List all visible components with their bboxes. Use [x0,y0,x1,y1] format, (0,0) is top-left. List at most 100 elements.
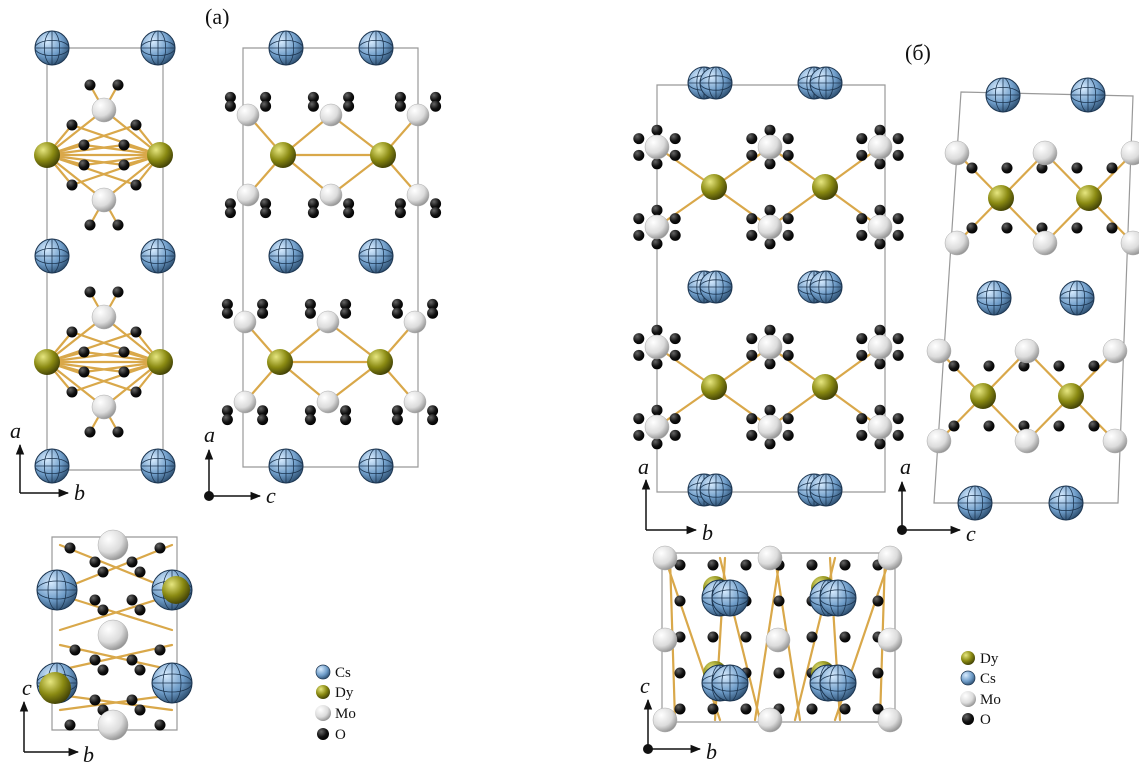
o-atom [134,704,146,716]
o-atom [651,158,663,170]
o-atom [782,149,794,161]
mo-atom [944,140,970,166]
o-atom [839,703,851,715]
o-atom [892,149,904,161]
o-atom [340,298,352,310]
axis-label-c: c [22,675,32,700]
o-atom [764,404,776,416]
o-atom [224,198,236,210]
dy-atom-icon [961,651,975,665]
mo-atom [403,310,427,334]
axis-label-a: a [10,418,21,443]
cs-atom [819,579,857,617]
o-atom [773,595,785,607]
o-atom [221,307,233,319]
legend-label: Mo [980,692,1001,708]
o-atom [1088,420,1100,432]
o-atom [874,158,886,170]
o-atom [343,100,355,112]
o-atom [1071,162,1083,174]
dy-atom [1058,383,1084,409]
o-atom [78,346,90,358]
cs-atom [268,238,304,274]
dy-atom [147,349,173,375]
o-atom [782,229,794,241]
dy-atom [970,383,996,409]
o-atom [343,198,355,210]
mo-atom [1102,338,1128,364]
cs-atom [985,77,1021,113]
axis-indicator-a-cb: c b [19,675,94,765]
o-atom [948,360,960,372]
o-atom [84,219,96,231]
mo-atom [1032,230,1058,256]
o-atom [430,100,442,112]
mo-atom [233,310,257,334]
mo-atom [757,334,783,360]
o-atom [118,159,130,171]
mo-atom [1014,338,1040,364]
dy-atom [162,576,190,604]
o-atom [874,124,886,136]
bond [58,593,174,632]
o-atom [892,133,904,145]
o-atom [874,238,886,250]
o-atom [130,326,142,338]
o-atom [64,719,76,731]
mo-atom [236,183,260,207]
dy-atom [812,374,838,400]
mo-atom [316,390,340,414]
o-atom [391,307,403,319]
mo-atom [757,545,783,571]
o-atom [154,719,166,731]
dy-atom [267,349,293,375]
o-atom [782,333,794,345]
bond [58,543,174,592]
o-atom [257,405,269,417]
o-atom [674,667,686,679]
o-atom [394,207,406,219]
dy-atom [34,142,60,168]
axis-label-c: c [640,673,650,698]
dy-atom [701,174,727,200]
o-atom [391,298,403,310]
legend-label: Cs [980,671,996,687]
o-atom [782,213,794,225]
o-atom [126,654,138,666]
o-atom [89,556,101,568]
o-atom [340,414,352,426]
unit-cell-layer [46,47,1134,731]
o-atom [874,324,886,336]
panel-label-b: (б) [905,40,931,65]
mo-atom [316,310,340,334]
dy-atom [270,142,296,168]
o-atom [674,631,686,643]
o-atom [892,229,904,241]
mo-atom [926,338,952,364]
o-atom [391,414,403,426]
o-atom [307,91,319,103]
mo-atom [644,334,670,360]
o-atom [764,238,776,250]
o-atom [839,559,851,571]
o-atom [126,556,138,568]
dy-atom-icon [316,685,330,699]
cs-atom [34,238,70,274]
o-atom [746,349,758,361]
o-atom [856,349,868,361]
o-atom [746,429,758,441]
o-atom [633,413,645,425]
o-atom [221,298,233,310]
o-atom [874,404,886,416]
o-atom [130,179,142,191]
mo-atom [652,707,678,733]
o-atom [394,100,406,112]
o-atom [134,664,146,676]
mo-atom [644,134,670,160]
cs-atom [819,664,857,702]
o-atom [874,204,886,216]
mo-atom [91,304,117,330]
axis-label-a: a [900,454,911,479]
o-atom [633,133,645,145]
o-atom [651,358,663,370]
